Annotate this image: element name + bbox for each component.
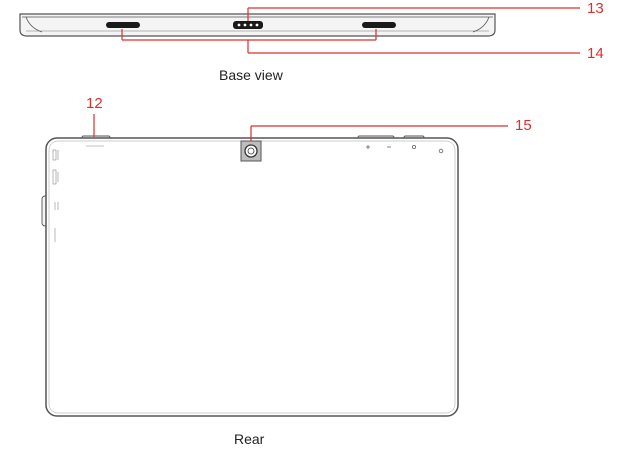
callout-13-leader <box>247 7 580 21</box>
speaker-grille-icon <box>106 22 140 28</box>
callout-15-leader <box>250 125 508 141</box>
callout-14-number: 14 <box>587 45 604 62</box>
base-view-device <box>19 13 496 37</box>
rear-view-caption: Rear <box>234 431 265 447</box>
callout-15-number: 15 <box>515 117 532 134</box>
callout-13-number: 13 <box>587 0 604 17</box>
base-view-caption: Base view <box>219 67 283 83</box>
port-markings-left <box>52 149 59 242</box>
speaker-grille-icon <box>362 22 396 28</box>
camera-icon <box>240 140 262 162</box>
rear-view-device <box>41 135 459 417</box>
callout-12-number: 12 <box>86 95 103 112</box>
button-symbols <box>366 144 444 154</box>
dock-connector-icon <box>233 21 263 29</box>
callout-14-leader <box>121 29 580 54</box>
